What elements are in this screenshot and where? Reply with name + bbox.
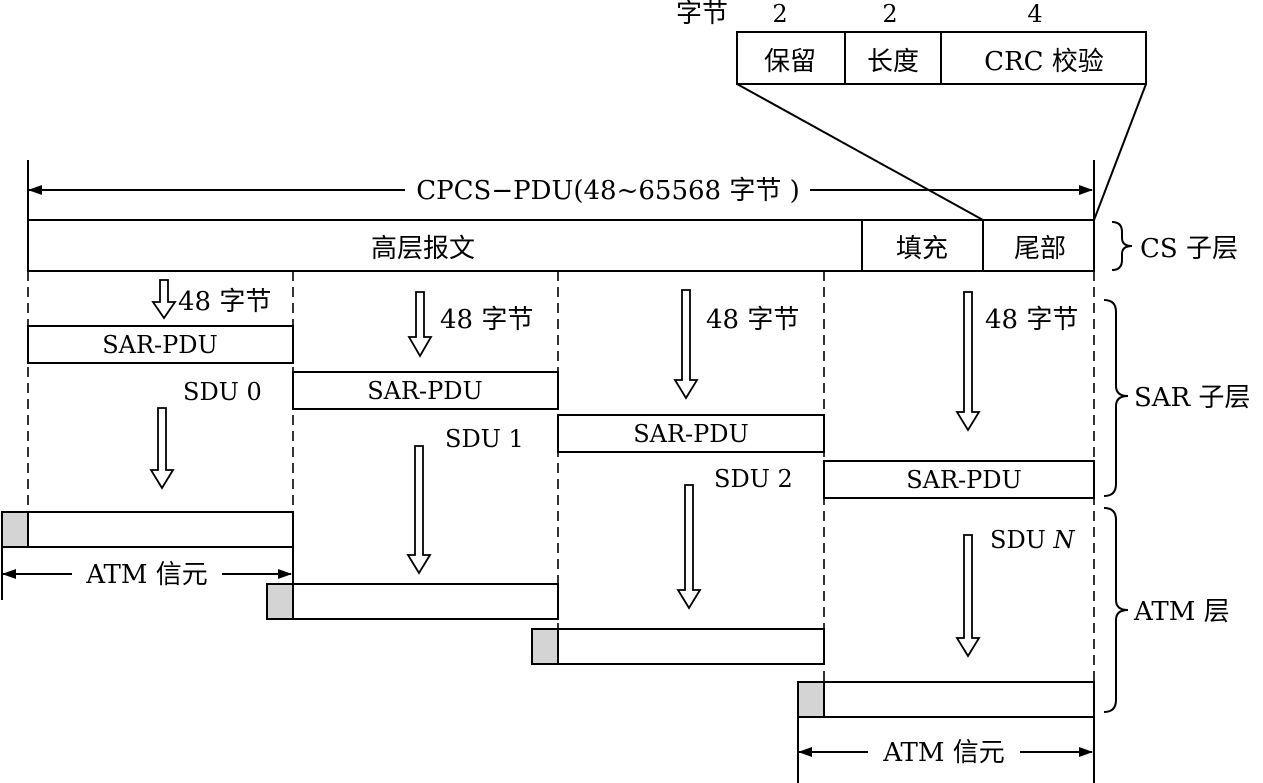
atm-cell-payload-2 [557,628,825,665]
atm-cell-label-left: ATM 信元 [85,560,208,590]
atm-cell-payload-n [823,681,1095,718]
sdu-labels: SDU 0 SDU 1 SDU 2 SDU N [183,378,1076,554]
segment-size-label-0: 48 字节 [178,287,271,317]
atm-cell-header-0 [1,511,29,548]
sdu-label-n: SDU N [990,526,1076,554]
reserved-field: 保留 [764,47,816,77]
sar-layer-label: SAR 子层 [1134,383,1250,413]
sar-pdu-0 [27,325,294,364]
segment-size-label-1: 48 字节 [440,305,533,335]
trailer-field: 尾部 [1014,234,1066,264]
segment-size-labels: 48 字节 48 字节 48 字节 48 字节 [178,287,1078,335]
atm-cell-header-2 [531,628,559,665]
sar-pdu-label-n: SAR-PDU [906,466,1022,494]
down-arrow-seg3-a [955,291,981,432]
cpcs-pdu-span: CPCS−PDU(48~65568 字节 ) [27,160,1095,220]
crc-size: 4 [1027,0,1042,28]
crc-field: CRC 校验 [984,47,1104,77]
atm-cell-header-n [797,681,825,718]
segment-size-label-2: 48 字节 [706,305,799,335]
sar-pdu-label-0: SAR-PDU [102,331,218,359]
atm-layer-brace [1103,507,1129,713]
sar-pdu-label-2: SAR-PDU [633,420,749,448]
length-size: 2 [882,0,897,28]
padding-field: 填充 [896,234,948,264]
atm-layer-label: ATM 层 [1133,597,1230,627]
atm-cell-span-right: ATM 信元 [797,717,1095,783]
down-arrow-seg0-a [151,279,177,320]
atm-cells [1,511,1095,718]
sar-pdu-2 [557,414,825,453]
sdu-label-1: SDU 1 [445,425,524,453]
sar-pdu-1 [292,371,559,410]
cs-layer-brace [1111,221,1133,271]
atm-cell-payload-1 [292,583,559,620]
trailer-detail: 字节 2 2 4 保留 长度 CRC 校验 [676,0,1147,221]
cs-pdu-box [27,219,1095,272]
segment-size-label-3: 48 字节 [985,305,1078,335]
sdu-label-2: SDU 2 [714,465,793,493]
length-field: 长度 [867,47,919,77]
down-arrow-seg1-b [406,445,432,575]
reserved-size: 2 [772,0,787,28]
down-arrow-seg2-a [673,289,699,400]
upper-layer-message: 高层报文 [371,234,475,264]
expansion-line-right [1093,83,1147,221]
down-arrow-seg2-b [676,484,702,610]
down-arrow-seg0-b [149,407,175,490]
atm-cell-span-left: ATM 信元 [1,547,294,600]
cpcs-pdu-label: CPCS−PDU(48~65568 字节 ) [416,176,800,206]
atm-cell-label-right: ATM 信元 [882,738,1005,768]
atm-cell-header-1 [266,583,294,620]
down-arrow-seg1-a [407,291,433,358]
sar-pdu-n [823,460,1095,499]
layer-braces: CS 子层 SAR 子层 ATM 层 [1103,221,1250,713]
down-arrow-seg3-b [955,534,981,658]
down-arrows [149,279,981,658]
byte-label: 字节 [676,0,728,29]
sar-pdu-label-1: SAR-PDU [367,377,483,405]
sar-layer-brace [1103,299,1129,497]
cs-layer-label: CS 子层 [1140,234,1238,264]
sar-pdu-boxes: SAR-PDU SAR-PDU SAR-PDU SAR-PDU [27,325,1095,499]
sdu-label-0: SDU 0 [183,378,262,406]
cs-row: 高层报文 填充 尾部 [27,219,1095,272]
expansion-line-left [736,83,984,221]
atm-cell-payload-0 [27,511,294,548]
